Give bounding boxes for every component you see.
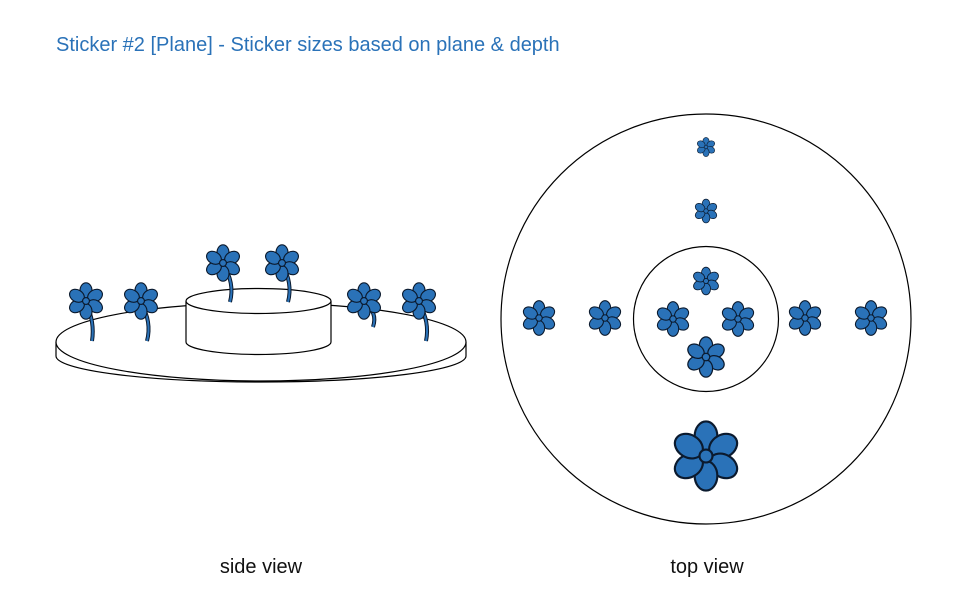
side-flower-outer-left-2 bbox=[121, 282, 161, 342]
top-inner-circle bbox=[632, 245, 780, 393]
top-view-caption: top view bbox=[670, 556, 744, 578]
side-view bbox=[55, 244, 467, 383]
side-flower-outer-right-2 bbox=[399, 282, 439, 342]
side-flower-outer-right-1 bbox=[344, 282, 384, 328]
flower-icon bbox=[66, 282, 106, 320]
side-cylinder bbox=[185, 287, 332, 356]
side-view-caption: side view bbox=[219, 556, 303, 578]
flower-icon bbox=[203, 244, 243, 282]
side-flower-top-right bbox=[262, 244, 302, 303]
page-title: Sticker #2 [Plane] - Sticker sizes based… bbox=[56, 34, 560, 56]
flower-icon bbox=[399, 282, 439, 320]
side-flower-outer-left-1 bbox=[66, 282, 106, 342]
flower-icon bbox=[262, 244, 302, 282]
side-flower-top-left bbox=[203, 244, 243, 303]
top-view bbox=[500, 113, 912, 525]
